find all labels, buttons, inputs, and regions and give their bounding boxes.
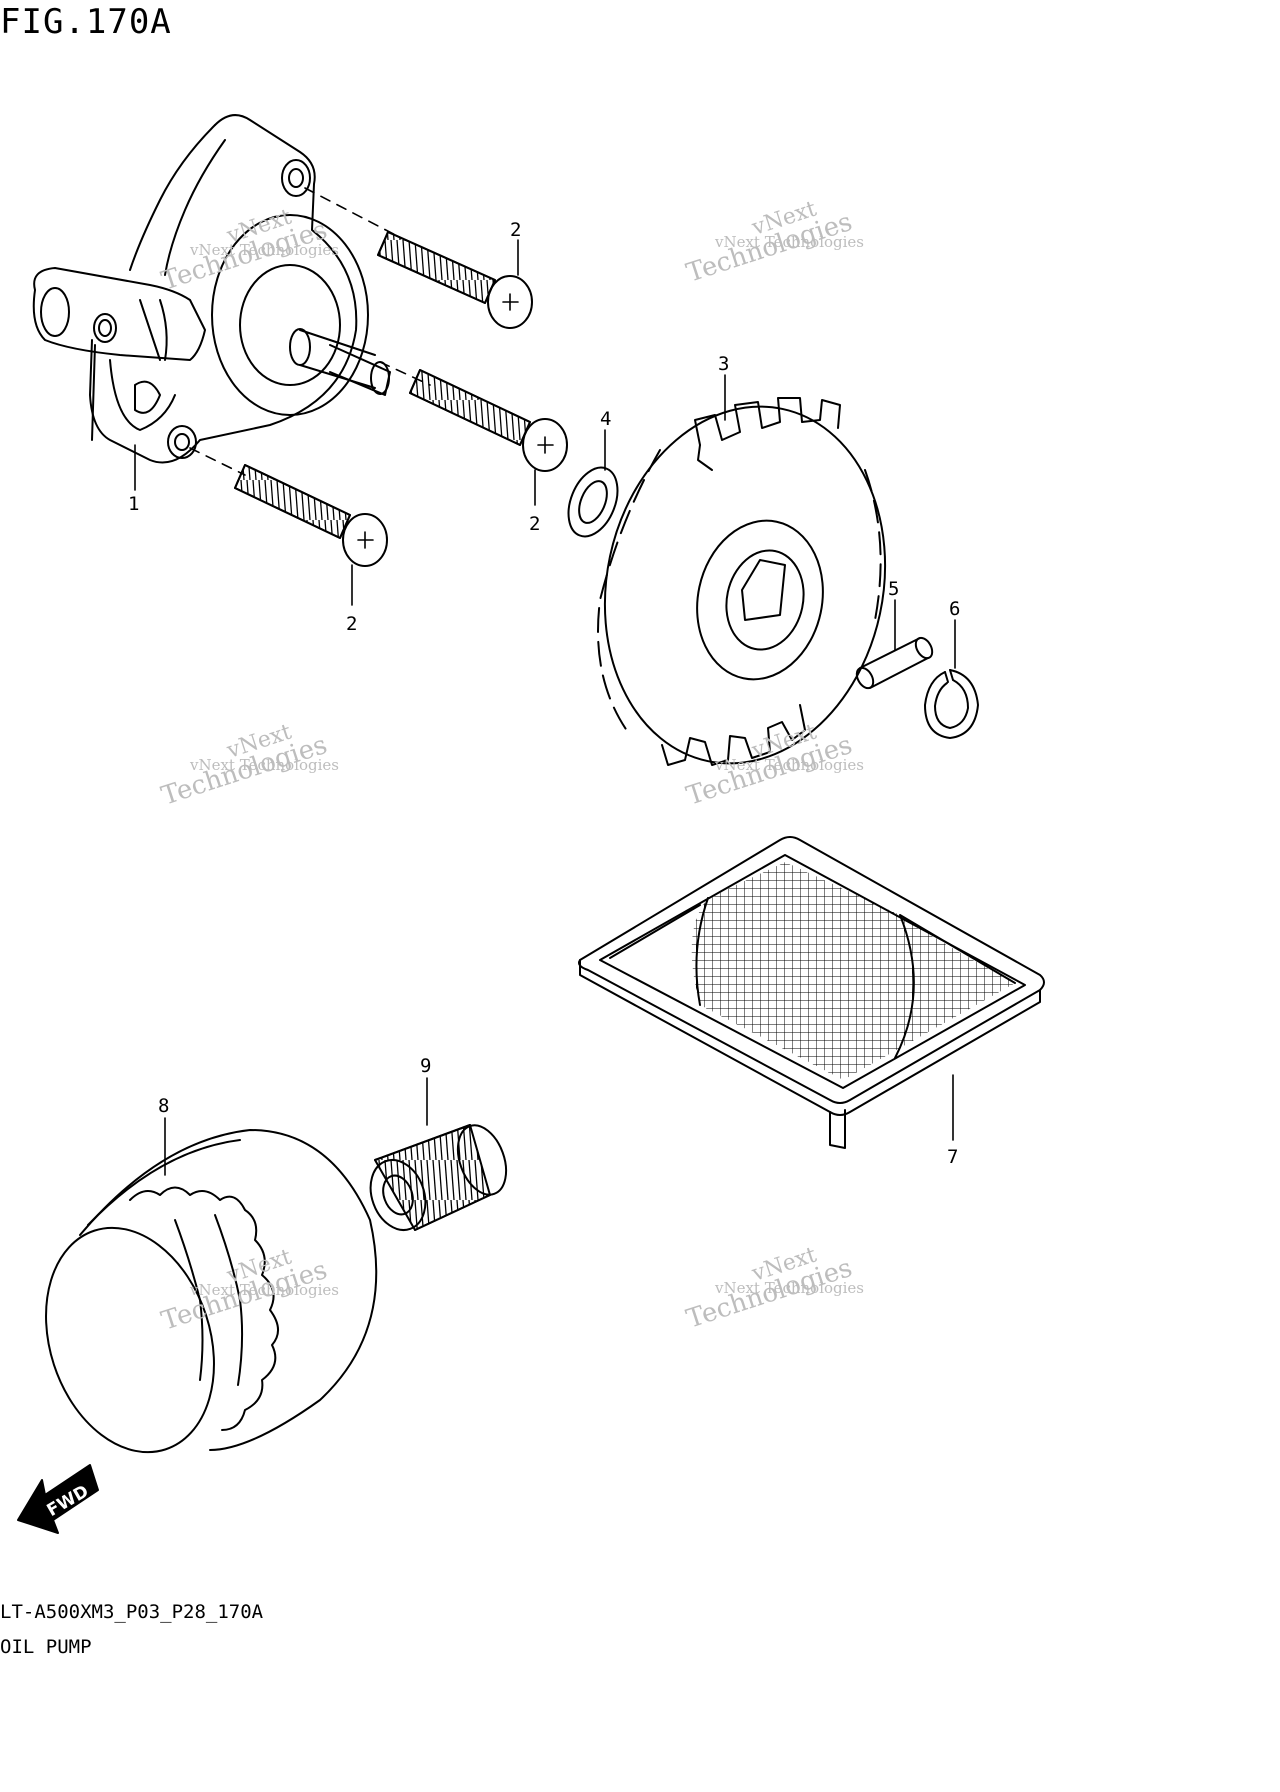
watermark-text: vNext Technologies xyxy=(189,241,339,259)
watermark-text: vNext Technologies xyxy=(714,756,864,774)
diagram-name: OIL PUMP xyxy=(0,1636,92,1658)
callout-6: 6 xyxy=(949,598,960,620)
callout-2-middle: 2 xyxy=(529,513,540,535)
oil-pump-body[interactable] xyxy=(32,114,391,464)
callout-8: 8 xyxy=(158,1095,169,1117)
figure-title: FIG.170A xyxy=(0,2,172,42)
callout-5: 5 xyxy=(888,578,899,600)
watermark-text: vNext Technologies xyxy=(189,756,339,774)
callout-4: 4 xyxy=(600,408,611,430)
oil-strainer[interactable] xyxy=(578,836,1045,1149)
callout-1: 1 xyxy=(128,493,139,515)
diagram-code: LT-A500XM3_P03_P28_170A xyxy=(0,1601,264,1623)
bolt-lower[interactable] xyxy=(234,464,388,567)
oil-filter[interactable] xyxy=(18,1129,378,1474)
dowel-pin[interactable] xyxy=(853,635,935,691)
watermark-group: vNext Technologies vNext Technologies vN… xyxy=(158,197,864,1337)
leader-lines xyxy=(134,239,956,1176)
bolt-upper[interactable] xyxy=(377,231,533,329)
callout-2-lower: 2 xyxy=(346,613,357,635)
callout-3: 3 xyxy=(718,353,729,375)
watermark-text: vNext Technologies xyxy=(189,1281,339,1299)
callout-9: 9 xyxy=(420,1055,431,1077)
threaded-fitting[interactable] xyxy=(361,1119,515,1238)
watermark-text: vNext Technologies xyxy=(714,1279,864,1297)
forward-direction-arrow xyxy=(17,1464,99,1534)
callout-7: 7 xyxy=(947,1146,958,1168)
callout-2-upper: 2 xyxy=(510,219,521,241)
pump-driven-gear[interactable] xyxy=(573,380,918,790)
circlip[interactable] xyxy=(924,669,979,739)
bolt-middle[interactable] xyxy=(409,369,568,472)
washer[interactable] xyxy=(559,460,627,543)
watermark-text: vNext Technologies xyxy=(714,233,864,251)
